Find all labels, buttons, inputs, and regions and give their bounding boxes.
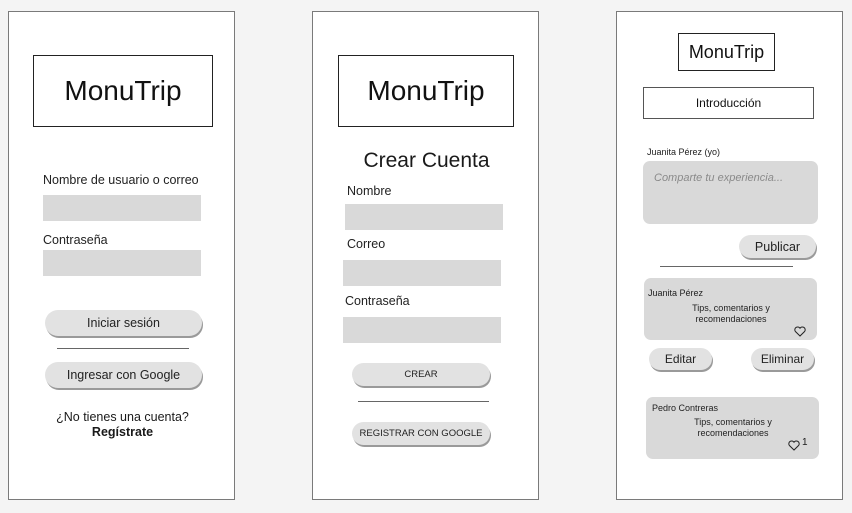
password-input[interactable] — [43, 250, 201, 276]
no-account-text: ¿No tienes una cuenta? — [56, 410, 189, 424]
password-input[interactable] — [343, 317, 501, 343]
publish-button[interactable]: Publicar — [739, 235, 816, 258]
password-label: Contraseña — [345, 294, 410, 308]
page-title: Crear Cuenta — [363, 149, 490, 172]
app-logo-text: MonuTrip — [64, 75, 182, 106]
divider — [660, 266, 793, 267]
post-text: Tips, comentarios y recomendaciones — [694, 417, 772, 438]
composer-input[interactable]: Comparte tu experiencia... — [643, 161, 818, 224]
composer-placeholder: Comparte tu experiencia... — [654, 172, 784, 184]
login-screen: MonuTrip Nombre de usuario o correo Cont… — [8, 11, 235, 500]
name-input[interactable] — [345, 204, 503, 230]
post-card: Pedro Contreras Tips, comentarios y reco… — [646, 397, 819, 459]
intro-button[interactable]: Introducción — [643, 87, 814, 119]
intro-button-label: Introducción — [695, 96, 762, 110]
password-label: Contraseña — [43, 233, 108, 247]
app-logo-text: MonuTrip — [688, 41, 765, 62]
app-logo-text: MonuTrip — [367, 75, 485, 106]
app-logo: MonuTrip — [33, 55, 213, 127]
composer-username: Juanita Pérez (yo) — [647, 147, 721, 157]
google-login-button[interactable]: Ingresar con Google — [45, 362, 202, 388]
email-label: Correo — [347, 237, 386, 251]
post-text: Tips, comentarios y recomendaciones — [692, 303, 770, 324]
create-button[interactable]: CREAR — [352, 363, 490, 386]
heart-icon[interactable] — [794, 324, 806, 337]
feed-screen: MonuTrip Introducción Juanita Pérez (yo)… — [616, 11, 843, 500]
divider — [358, 401, 489, 402]
register-screen: MonuTrip Crear Cuenta Nombre Correo Cont… — [312, 11, 539, 500]
email-input[interactable] — [343, 260, 501, 286]
app-logo: MonuTrip — [678, 33, 775, 71]
username-input[interactable] — [43, 195, 201, 221]
post-card: Juanita Pérez Tips, comentarios y recome… — [644, 278, 817, 340]
post-author: Juanita Pérez — [648, 288, 704, 298]
edit-button[interactable]: Editar — [649, 348, 712, 370]
name-label: Nombre — [347, 184, 392, 198]
app-logo: MonuTrip — [338, 55, 514, 127]
like-count: 1 — [802, 437, 808, 448]
heart-icon[interactable] — [788, 438, 800, 451]
username-label: Nombre de usuario o correo — [43, 173, 199, 187]
delete-button[interactable]: Eliminar — [751, 348, 814, 370]
login-button[interactable]: Iniciar sesión — [45, 310, 202, 336]
divider — [57, 348, 189, 349]
register-link[interactable]: Regístrate — [91, 425, 154, 439]
post-author: Pedro Contreras — [652, 403, 719, 413]
google-register-button[interactable]: REGISTRAR CON GOOGLE — [352, 422, 490, 445]
